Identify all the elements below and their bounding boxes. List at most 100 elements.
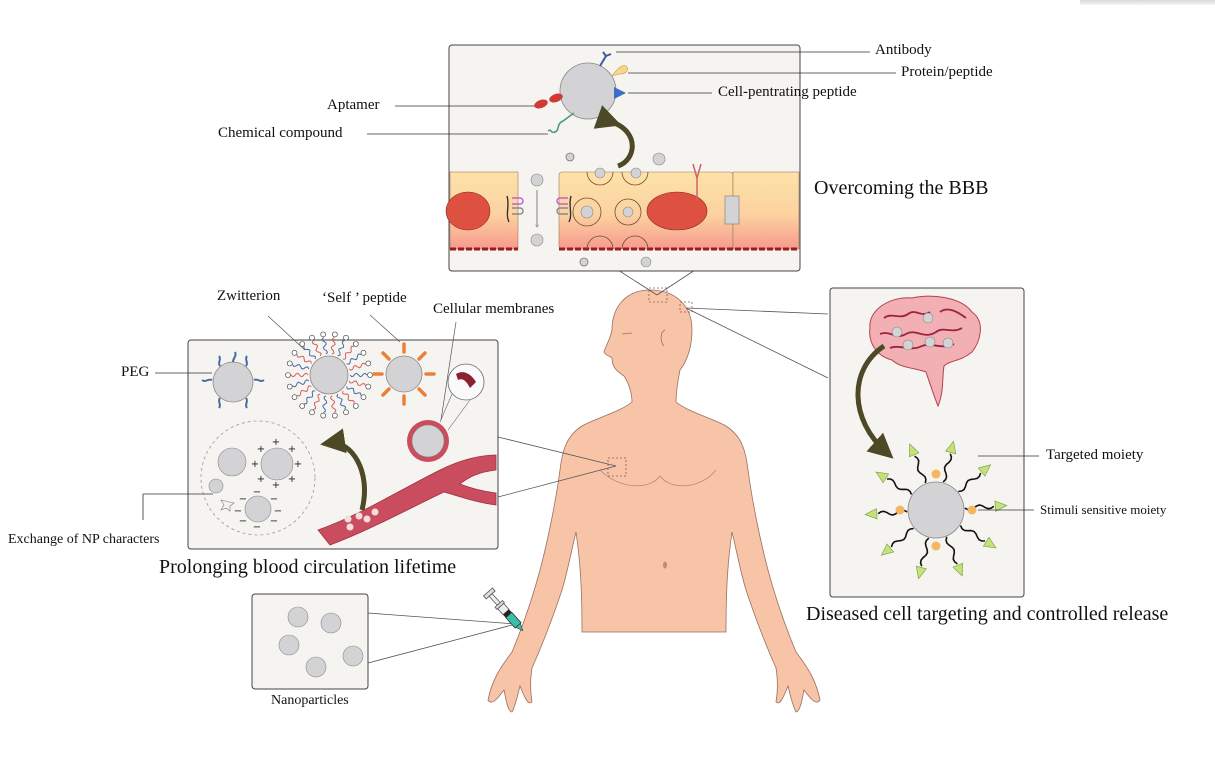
panel-targeting (829, 287, 1039, 598)
label-stimuli-sensitive-moiety: Stimuli sensitive moiety (1040, 502, 1167, 517)
svg-text:−: − (239, 516, 247, 527)
zwitterion-charge (320, 331, 327, 338)
eye (621, 332, 633, 335)
svg-text:+: + (288, 444, 296, 455)
linker-chain (887, 478, 913, 495)
targeted-moiety-icon (945, 440, 957, 455)
targeted-moiety-icon (977, 464, 992, 477)
navel (663, 561, 667, 569)
cell-penetrating-peptide-icon (614, 87, 626, 99)
exchange-np-characters: +++ ++ +++ −−− −−−−− (200, 420, 316, 536)
linker-chain (919, 537, 930, 567)
svg-text:+: + (257, 474, 265, 485)
linker-chain (958, 472, 982, 493)
zwitterion-chain (336, 393, 347, 410)
transcytosis-vesicles (572, 171, 649, 250)
nucleus-middle (646, 191, 708, 231)
svg-text:−: − (270, 494, 278, 505)
connector-lines (367, 269, 829, 664)
zwitterion-charge (299, 403, 306, 409)
label-nanoparticles: Nanoparticles (271, 693, 349, 708)
zwitterion-charge (360, 394, 367, 401)
title-diseased-cell-targeting: Diseased cell targeting and controlled r… (806, 603, 1169, 625)
label-targeted-moiety: Targeted moiety (1046, 447, 1144, 463)
targeted-moiety-icon (915, 565, 927, 580)
label-cell-penetrating-peptide: Cell-pentrating peptide (718, 84, 857, 100)
targeted-moiety-icon (864, 508, 878, 520)
svg-text:+: + (294, 459, 302, 470)
zwitterion-chain (313, 393, 321, 411)
zwitterion-charge (365, 383, 372, 390)
brain-icon (869, 295, 981, 408)
protein-icon (611, 65, 628, 77)
zwitterion-chain (342, 345, 354, 360)
chest-line (599, 469, 717, 487)
panel-circulation: +++ ++ +++ −−− −−−−− (142, 314, 499, 550)
zoom-box-chest (607, 457, 627, 477)
svg-text:−: − (274, 506, 282, 517)
window-edge-shadow (1080, 0, 1215, 5)
svg-text:+: + (272, 480, 280, 491)
zwitterion-chain (348, 380, 366, 386)
tight-junction-left (506, 195, 524, 223)
endothelial-cell-right (732, 171, 800, 250)
label-antibody: Antibody (875, 42, 932, 58)
linker-chain (890, 527, 914, 548)
targeted-nanoparticle (864, 440, 1008, 580)
zwitterion-chain (346, 353, 362, 365)
label-chemical-compound: Chemical compound (218, 125, 343, 141)
zwitterion-charge (331, 412, 338, 419)
label-exchange-np-characters: Exchange of NP characters (8, 532, 160, 547)
svg-text:+: + (257, 444, 265, 455)
zoom-box-head-top (648, 287, 668, 303)
zwitterion-charge (309, 409, 315, 416)
targeting-arrow (855, 343, 894, 459)
label-protein-peptide: Protein/peptide (901, 64, 993, 80)
zwitterion-chain (322, 395, 328, 414)
zwitterion-chain (292, 379, 310, 388)
svg-text:+: + (288, 474, 296, 485)
zwitterion-chain (342, 390, 355, 404)
panel-bbb (367, 44, 896, 272)
zwitterion-charge (320, 412, 327, 419)
linker-chain (959, 525, 985, 542)
zwitterion-chain (303, 346, 316, 360)
bbb-nanoparticle (559, 62, 617, 120)
zwitterion-chain (349, 372, 368, 378)
label-self-peptide: ‘Self ’ peptide (322, 290, 407, 306)
svg-text:−: − (253, 522, 261, 533)
label-aptamer: Aptamer (327, 97, 380, 113)
svg-text:−: − (234, 506, 242, 517)
stimuli-sensitive-moiety-icon (967, 505, 977, 515)
zwitterion-charge (291, 349, 298, 356)
targeted-moiety-icon (908, 443, 920, 458)
zwitterion-charge (365, 360, 372, 367)
linker-chain (942, 453, 953, 483)
receptor (692, 163, 702, 200)
circulation-arrow (320, 428, 367, 511)
svg-text:−: − (239, 494, 247, 505)
human-body (487, 287, 821, 713)
title-overcoming-bbb: Overcoming the BBB (814, 177, 989, 199)
zwitterion-nanoparticle (285, 331, 373, 419)
zwitterion-chain (321, 337, 329, 355)
title-prolonging-circulation: Prolonging blood circulation lifetime (159, 556, 457, 578)
zwitterion-chain (330, 336, 336, 355)
zwitterion-charge (367, 372, 373, 378)
ear (660, 329, 666, 347)
zwitterion-charge (360, 349, 367, 356)
uptake-arrow (593, 105, 635, 169)
stimuli-sensitive-moiety-icon (895, 505, 905, 515)
zwitterion-chain (292, 364, 310, 370)
targeted-moiety-icon (875, 471, 890, 484)
aptamer-icon (534, 93, 563, 109)
zwitterion-charge (343, 409, 349, 416)
zwitterion-charge (286, 360, 293, 367)
svg-text:+: + (272, 437, 280, 448)
zwitterion-chain (311, 340, 322, 357)
targeted-moiety-icon (880, 543, 895, 556)
nanoparticle-dots (278, 606, 364, 678)
self-peptide-nanoparticle (372, 342, 436, 406)
label-peg: PEG (121, 364, 150, 380)
